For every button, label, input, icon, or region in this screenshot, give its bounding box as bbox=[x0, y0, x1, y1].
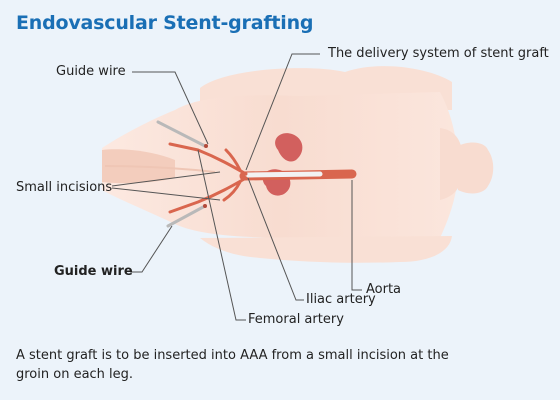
body-silhouette bbox=[102, 66, 494, 263]
label-guide-wire-bottom: Guide wire bbox=[54, 264, 133, 279]
caption-text: A stent graft is to be inserted into AAA… bbox=[16, 348, 449, 382]
aorta-vessel bbox=[239, 169, 357, 181]
label-aorta: Aorta bbox=[366, 282, 402, 297]
page-title: Endovascular Stent-grafting bbox=[16, 12, 314, 34]
label-small-incisions: Small incisions bbox=[16, 180, 113, 195]
leader-lines bbox=[111, 53, 362, 321]
guide-wires bbox=[156, 120, 207, 228]
incision-marks bbox=[203, 144, 208, 208]
label-guide-wire-top: Guide wire bbox=[56, 64, 126, 79]
label-iliac-artery: Iliac artery bbox=[306, 292, 376, 307]
label-delivery-system: The delivery system of stent graft bbox=[328, 46, 549, 61]
label-femoral-artery: Femoral artery bbox=[248, 312, 344, 327]
